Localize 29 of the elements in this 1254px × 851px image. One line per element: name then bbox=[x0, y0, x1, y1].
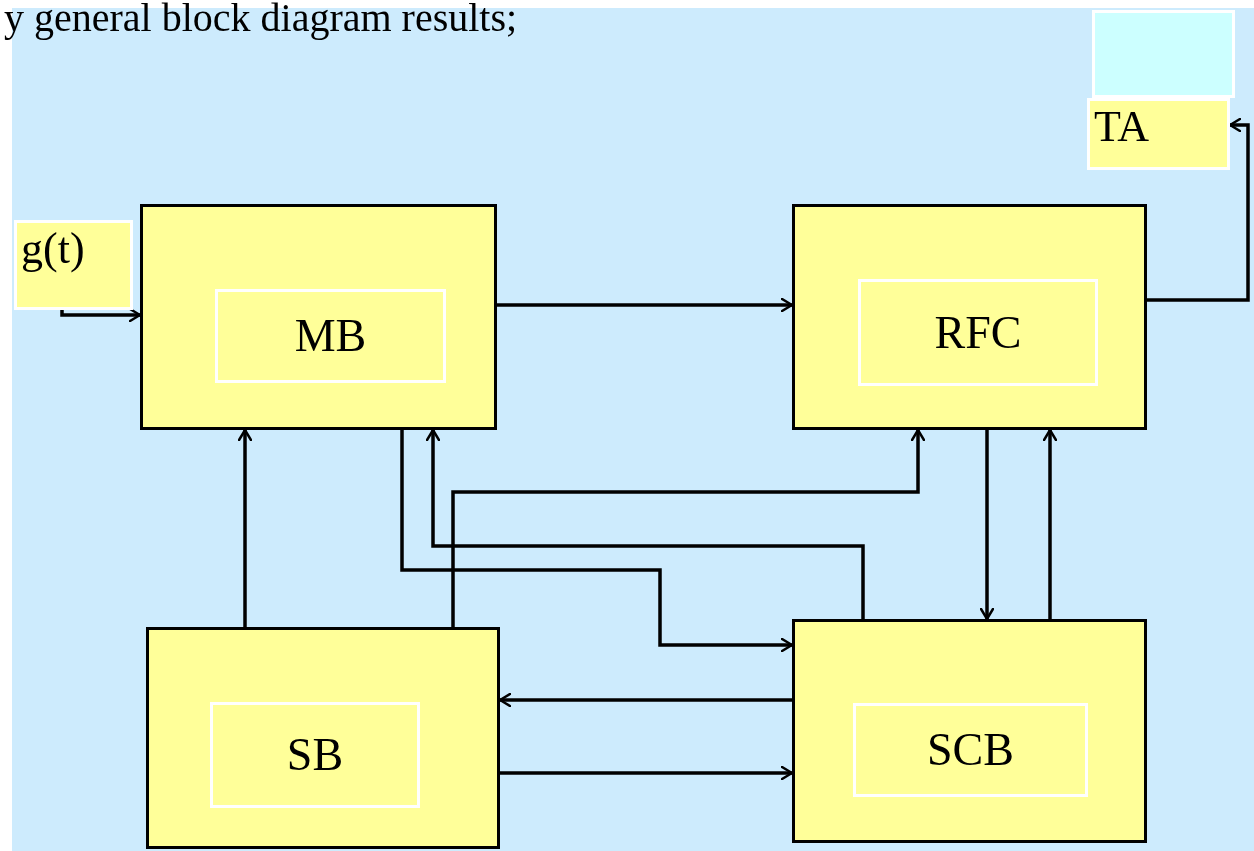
connector-arrow bbox=[498, 692, 792, 708]
connector-arrow bbox=[1042, 428, 1058, 619]
block-box bbox=[140, 204, 497, 430]
connector-arrow bbox=[979, 430, 995, 621]
connector-arrow bbox=[451, 428, 926, 627]
label-box bbox=[210, 702, 420, 808]
block-label: MB bbox=[294, 313, 367, 359]
block-box bbox=[146, 627, 500, 849]
block-box bbox=[792, 619, 1147, 843]
connector-arrow bbox=[425, 428, 865, 619]
block-label: TA bbox=[1094, 105, 1150, 149]
empty-box bbox=[1092, 10, 1235, 98]
heading-text: y general block diagram results; bbox=[4, 0, 518, 38]
label-box bbox=[14, 220, 133, 310]
block-box bbox=[792, 204, 1147, 430]
label-box bbox=[858, 279, 1098, 386]
block-label: g(t) bbox=[21, 227, 85, 271]
connector-arrow bbox=[237, 428, 253, 627]
label-box bbox=[215, 289, 446, 383]
connector-arrow bbox=[1147, 117, 1250, 302]
label-box bbox=[853, 703, 1088, 797]
block-label: SB bbox=[286, 732, 344, 778]
connector-arrow bbox=[60, 307, 142, 323]
block-label: SCB bbox=[927, 727, 1014, 773]
connector-arrow bbox=[500, 765, 794, 781]
label-box bbox=[1087, 98, 1230, 170]
block-label: RFC bbox=[934, 309, 1022, 356]
connector-arrow bbox=[400, 430, 794, 653]
connector-arrow bbox=[497, 297, 794, 313]
